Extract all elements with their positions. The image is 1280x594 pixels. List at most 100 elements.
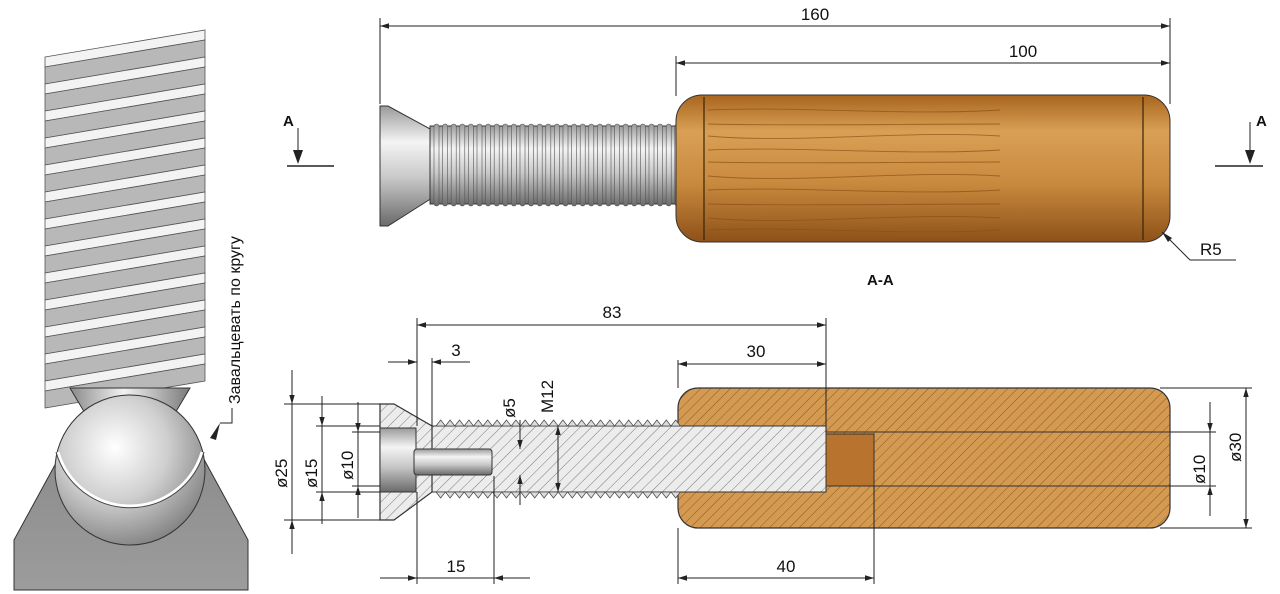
tooth-top: [670, 419, 682, 427]
dim-3-text: 3: [451, 341, 460, 360]
grain-line: [707, 161, 1001, 164]
dim-160-text: 160: [801, 5, 829, 24]
thread-detail: [13, 29, 249, 591]
tooth-top: [472, 419, 484, 427]
dim-15-text: 15: [447, 557, 466, 576]
thread-stack: [44, 29, 206, 409]
shank-thread-teeth: [435, 419, 682, 499]
thread-ridge: [502, 123, 509, 207]
tooth-bottom: [472, 491, 484, 499]
tooth-top: [501, 419, 512, 427]
thread-ridge: [665, 123, 672, 207]
thread-ridge: [622, 123, 629, 207]
tooth-bottom: [529, 491, 541, 499]
thread-ridge: [648, 123, 655, 207]
grain-line: [707, 148, 1001, 153]
tooth-top: [529, 419, 541, 427]
tooth-bottom: [548, 491, 559, 499]
annotation-text: Завальцевать по кругу: [227, 236, 244, 404]
thread-ridge: [631, 123, 638, 207]
tooth-top: [595, 419, 606, 427]
tooth-top: [482, 419, 494, 427]
section-marker-right: A: [1215, 113, 1267, 167]
section-marker-left: A: [283, 113, 334, 167]
dim-d15: ø15: [302, 396, 380, 524]
thread-ridge: [442, 123, 448, 207]
grain-line: [707, 174, 1001, 179]
thread-ridge: [640, 123, 646, 207]
wooden-handle: [675, 94, 1171, 243]
dim-d5-text: ø5: [500, 398, 519, 418]
tooth-top: [519, 419, 531, 427]
thread-ridge: [588, 123, 595, 207]
top-view: [379, 94, 1171, 243]
tooth-top: [444, 419, 456, 427]
dim-m12-text: M12: [538, 380, 557, 413]
tooth-bottom: [491, 491, 503, 499]
tooth-bottom: [642, 491, 653, 499]
tooth-bottom: [623, 491, 635, 499]
tooth-top: [435, 419, 447, 427]
tooth-top: [510, 419, 522, 427]
dim-d10-head: ø10: [338, 402, 380, 518]
dim-40-text: 40: [777, 557, 796, 576]
thread-ridge: [579, 123, 586, 207]
thread-ridge: [485, 123, 491, 207]
dim-40: 40: [677, 486, 875, 584]
tooth-bottom: [463, 491, 475, 499]
tooth-bottom: [454, 491, 465, 499]
tooth-top: [454, 419, 465, 427]
thread-ridge: [511, 123, 517, 207]
tooth-top: [642, 419, 653, 427]
tooth-top: [651, 419, 663, 427]
dim-r5-text: R5: [1200, 240, 1222, 259]
tooth-top: [557, 419, 569, 427]
dim-160: 160: [379, 5, 1171, 104]
tooth-top: [604, 419, 616, 427]
grain-line: [707, 134, 1001, 139]
thread-ridge: [657, 123, 663, 207]
dim-d30: ø30: [1160, 387, 1252, 529]
thread-ridge: [433, 123, 440, 207]
dim-d25-text: ø25: [272, 459, 291, 488]
tooth-bottom: [660, 491, 672, 499]
dim-d5: ø5: [500, 398, 523, 505]
thread-ridge: [536, 123, 543, 207]
annotation: Завальцевать по кругу: [210, 236, 244, 440]
tooth-top: [613, 419, 625, 427]
threaded-shank: [429, 123, 681, 207]
dim-d30-text: ø30: [1226, 433, 1245, 462]
thread-ridge: [545, 123, 552, 207]
tooth-bottom: [670, 491, 682, 499]
tooth-bottom: [510, 491, 522, 499]
seat-rim: [56, 451, 204, 508]
tooth-bottom: [585, 491, 597, 499]
tooth-bottom: [651, 491, 663, 499]
grain-line: [707, 123, 1001, 126]
tooth-bottom: [538, 491, 550, 499]
dim-m12: M12: [538, 380, 561, 492]
tooth-bottom: [613, 491, 625, 499]
thread-ridge: [605, 123, 612, 207]
thread-ridge: [571, 123, 577, 207]
tooth-bottom: [576, 491, 588, 499]
thread-ridge: [476, 123, 483, 207]
dim-3: 3: [388, 341, 470, 426]
dim-r5: R5: [1161, 231, 1236, 261]
head-insert: [379, 427, 417, 493]
tooth-bottom: [444, 491, 456, 499]
tooth-bottom: [435, 491, 447, 499]
section-letter-left: A: [283, 113, 294, 130]
dim-83: 83: [416, 303, 827, 432]
dim-83-text: 83: [603, 303, 622, 322]
tooth-bottom: [519, 491, 531, 499]
tooth-bottom: [501, 491, 512, 499]
dim-15: 15: [380, 476, 530, 584]
grain-line: [707, 216, 1001, 221]
tooth-bottom: [632, 491, 644, 499]
tooth-top: [576, 419, 588, 427]
dim-d10-handle: ø10: [1170, 402, 1216, 516]
tooth-top: [548, 419, 559, 427]
tooth-top: [585, 419, 597, 427]
